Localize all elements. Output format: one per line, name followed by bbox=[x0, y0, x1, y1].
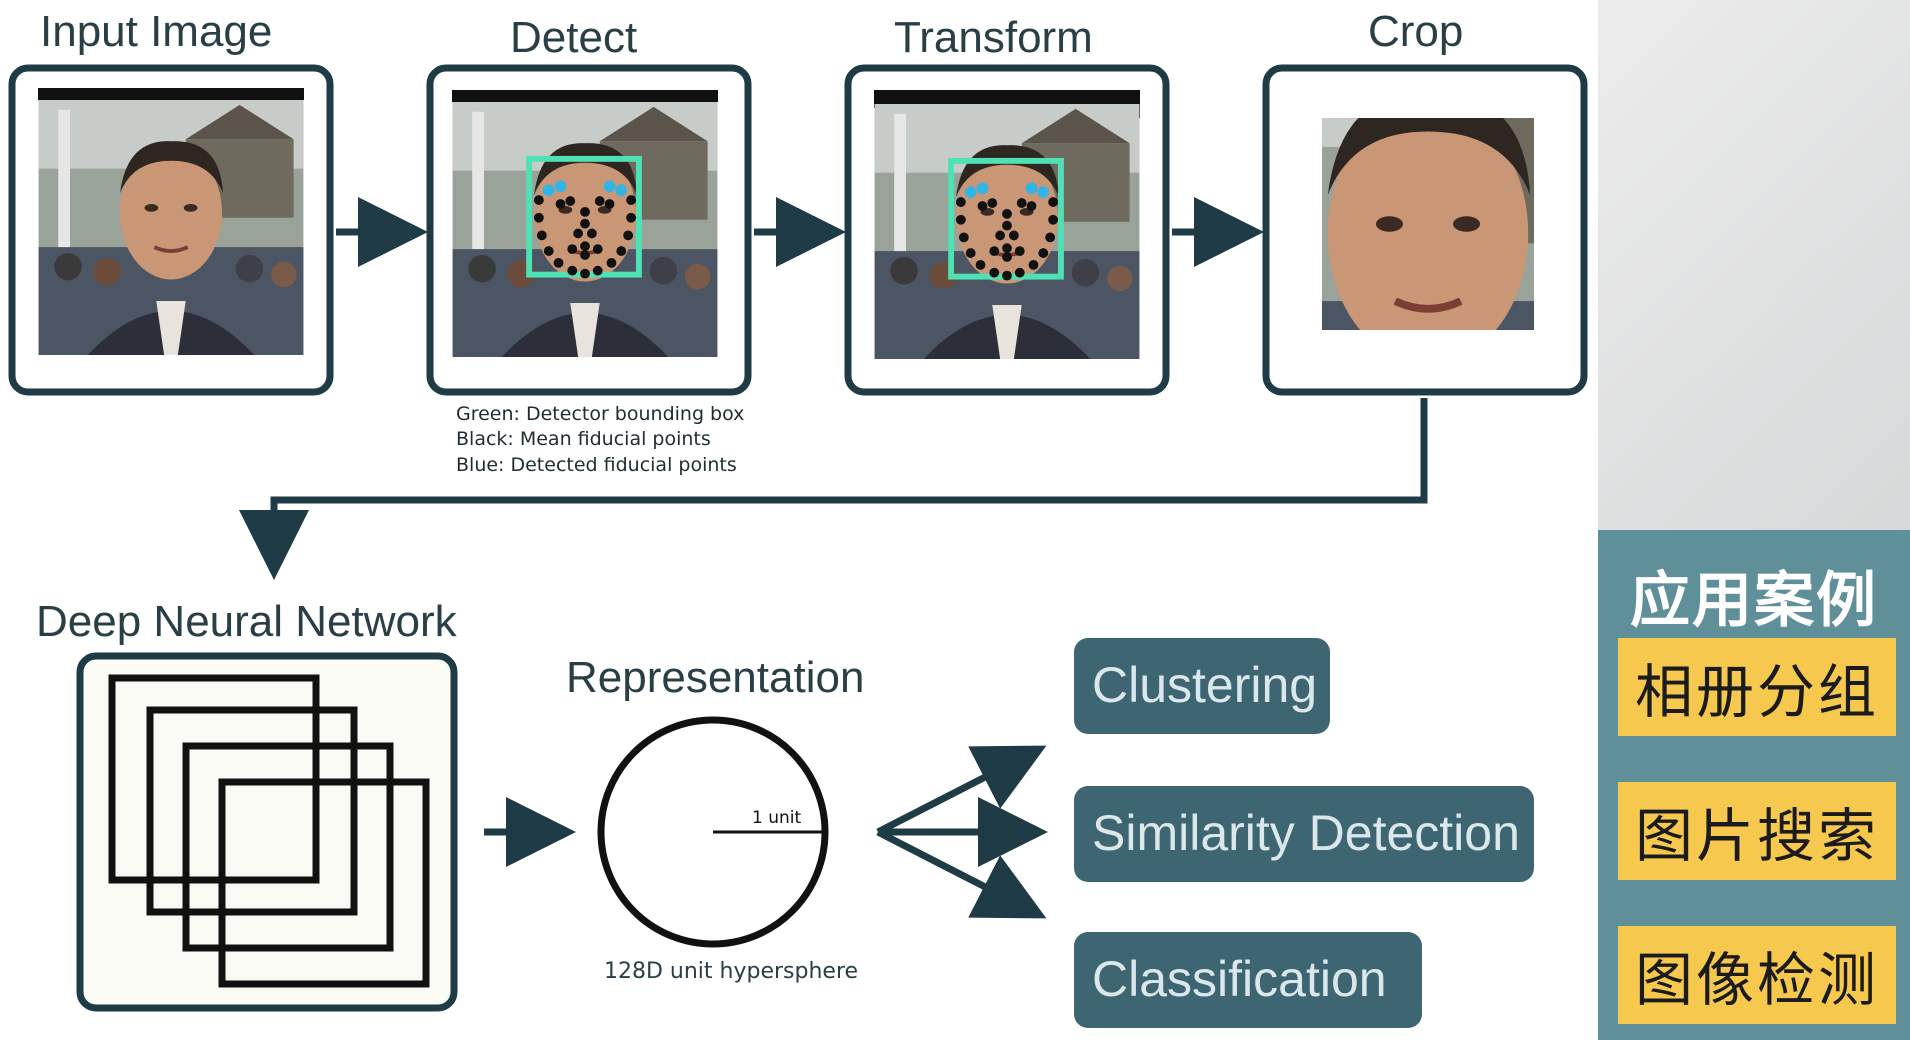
transform-panel bbox=[844, 64, 1170, 396]
application-cases-heading: 应用案例 bbox=[1630, 566, 1878, 636]
face-recognition-pipeline-diagram: Input Image Detect Transform Crop Green:… bbox=[8, 7, 1588, 1028]
output-similarity-label: Similarity Detection bbox=[1092, 805, 1520, 861]
output-clustering: Clustering bbox=[1074, 638, 1330, 734]
fanout-arrows bbox=[876, 745, 1048, 919]
input-face-photo bbox=[38, 100, 304, 355]
legend-black: Black: Mean fiducial points bbox=[456, 428, 711, 450]
application-cases-panel: 应用案例 相册分组 图片搜索 图像检测 bbox=[1598, 530, 1910, 1040]
network-layers bbox=[108, 674, 430, 988]
transform-face-photo bbox=[874, 104, 1140, 359]
input-image-panel bbox=[8, 64, 334, 396]
case-image-search[interactable]: 图片搜索 bbox=[1618, 782, 1896, 880]
stage-title-detect: Detect bbox=[510, 13, 637, 62]
stage-title-crop: Crop bbox=[1368, 7, 1463, 56]
hypersphere: 1 unit bbox=[597, 716, 829, 948]
network-title: Deep Neural Network bbox=[36, 597, 458, 646]
side-decoration bbox=[1598, 0, 1910, 530]
representation-title: Representation bbox=[566, 653, 864, 702]
output-classification-label: Classification bbox=[1092, 951, 1387, 1007]
radius-label: 1 unit bbox=[752, 808, 801, 828]
stage-title-input: Input Image bbox=[40, 7, 272, 56]
hypersphere-caption: 128D unit hypersphere bbox=[604, 959, 858, 984]
neural-network-panel bbox=[76, 652, 458, 1012]
detect-face-photo bbox=[452, 102, 718, 357]
stage-title-transform: Transform bbox=[894, 13, 1093, 62]
case-album-grouping[interactable]: 相册分组 bbox=[1618, 638, 1896, 736]
crop-panel bbox=[1262, 64, 1588, 396]
detect-panel bbox=[426, 64, 752, 396]
legend-green: Green: Detector bounding box bbox=[456, 403, 744, 425]
output-similarity-detection: Similarity Detection bbox=[1074, 786, 1534, 882]
arrow-crop-to-network bbox=[239, 398, 1428, 580]
case-image-detection[interactable]: 图像检测 bbox=[1618, 926, 1896, 1024]
legend-blue: Blue: Detected fiducial points bbox=[456, 454, 737, 476]
output-classification: Classification bbox=[1074, 932, 1422, 1028]
output-clustering-label: Clustering bbox=[1092, 657, 1317, 713]
